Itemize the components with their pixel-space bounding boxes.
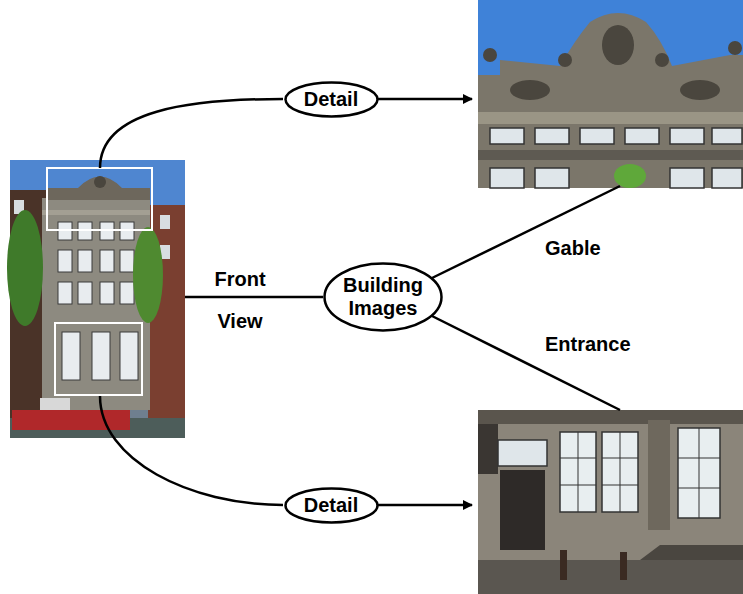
node-label: Detail	[295, 494, 368, 517]
node-label: Building Images	[334, 274, 432, 320]
edge-label: Gable	[545, 236, 601, 260]
front-view-line	[185, 296, 323, 299]
ellipse-node: Detail	[284, 487, 379, 524]
node-label: Detail	[295, 88, 368, 111]
ellipse-node: Detail	[284, 81, 379, 118]
detail-curve	[100, 396, 283, 505]
entrance-line	[432, 316, 620, 410]
detail-curve	[100, 99, 283, 168]
ellipse-node: Building Images	[323, 262, 443, 332]
detail-arrow	[378, 504, 472, 507]
edge-label: Entrance	[545, 332, 631, 356]
entrance-photo	[478, 410, 743, 594]
gable-line	[432, 186, 620, 278]
edge-label: Front View	[203, 258, 277, 342]
front-view-photo	[7, 160, 185, 438]
detail-arrow	[378, 98, 472, 101]
gable-photo	[478, 0, 743, 188]
